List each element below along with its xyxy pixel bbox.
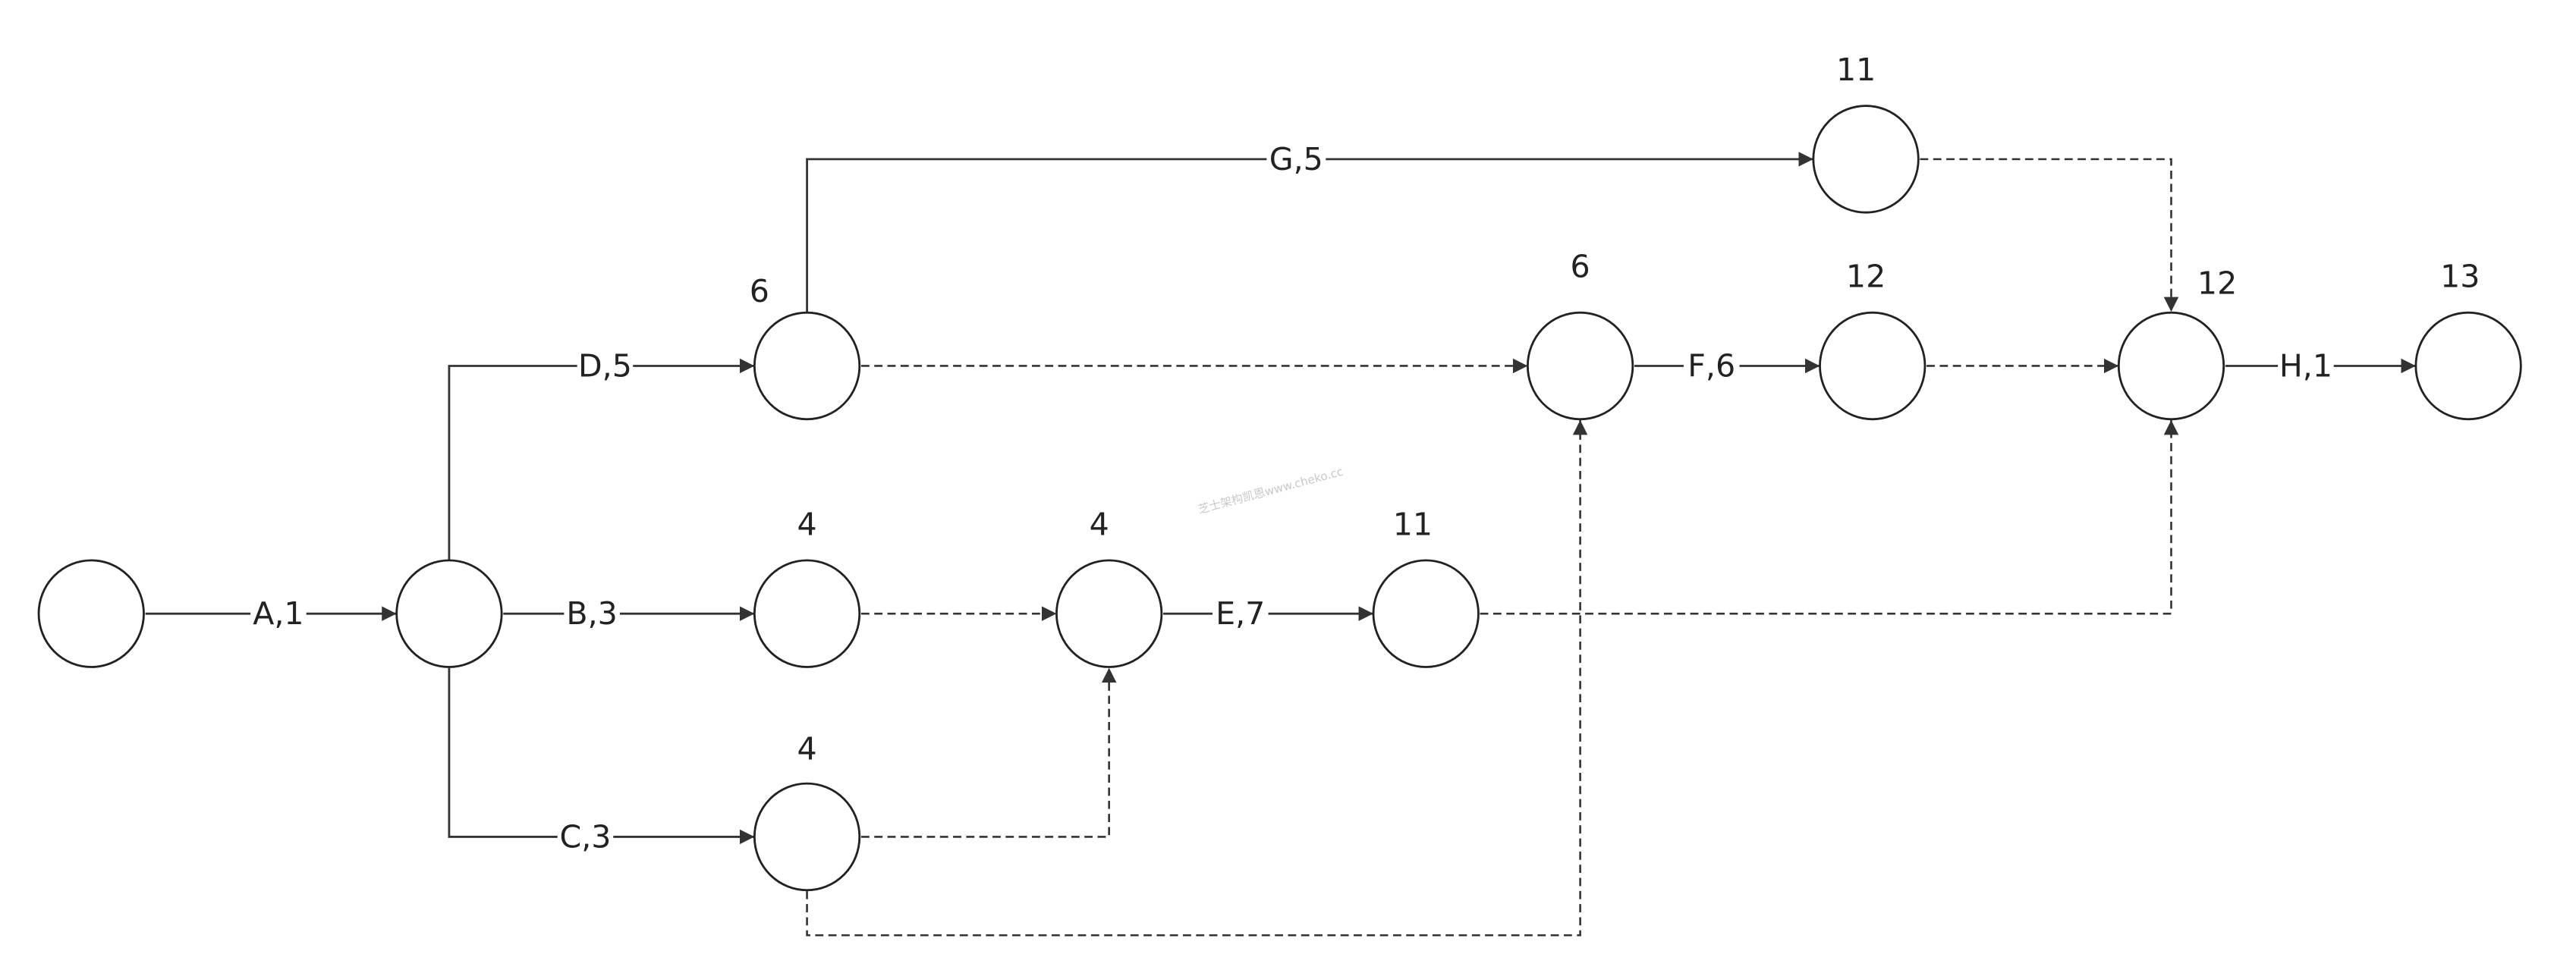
node-time-label: 4 (1090, 506, 1109, 542)
node-time-label: 6 (1571, 249, 1590, 285)
svg-text:F,6: F,6 (1687, 347, 1735, 384)
node-time-label: 4 (797, 506, 816, 542)
edge-label-h: H,1 (2278, 346, 2334, 386)
node-time-label: 6 (750, 273, 769, 309)
edge-label-g: G,5 (1266, 139, 1326, 179)
edge-label-b: B,3 (564, 594, 620, 634)
node-time-label: 12 (2197, 265, 2237, 301)
node-6 (1055, 559, 1163, 668)
edge-label-e: E,7 (1212, 594, 1269, 634)
edge-label-c: C,3 (557, 817, 614, 857)
edge-label-a: A,1 (250, 594, 307, 634)
dummy-edge (860, 667, 1117, 838)
node-4 (753, 559, 861, 668)
dummy-edge (1480, 419, 2179, 615)
edge-label-f: F,6 (1683, 346, 1740, 386)
svg-text:D,5: D,5 (578, 347, 632, 384)
edge-label-d: D,5 (577, 346, 634, 386)
dummy-edge (1920, 158, 2179, 312)
svg-text:A,1: A,1 (253, 595, 304, 632)
svg-text:H,1: H,1 (2279, 347, 2332, 384)
svg-text:E,7: E,7 (1216, 595, 1265, 632)
node-time-label: 12 (1846, 259, 1886, 295)
svg-text:G,5: G,5 (1269, 141, 1323, 177)
node-2 (395, 559, 503, 668)
node-7 (1372, 559, 1480, 668)
node-8 (1526, 311, 1634, 421)
node-9 (1819, 311, 1926, 421)
svg-text:C,3: C,3 (560, 818, 612, 855)
dummy-edge (806, 419, 1588, 937)
watermark: 芝士架构凯恩www.cheko.cc (1197, 465, 1345, 516)
node-11 (2117, 311, 2225, 421)
node-time-label: 13 (2440, 259, 2480, 295)
edge-g (806, 152, 1813, 312)
svg-text:B,3: B,3 (566, 595, 617, 632)
node-time-label: 4 (797, 731, 816, 767)
node-1 (37, 559, 145, 668)
node-10 (1812, 105, 1920, 214)
node-12 (2414, 311, 2522, 421)
node-5 (753, 782, 861, 892)
edge-c (448, 667, 755, 845)
node-3 (753, 311, 861, 421)
edge-d (448, 358, 755, 560)
node-time-label: 11 (1393, 506, 1433, 542)
node-time-label: 11 (1836, 52, 1876, 88)
